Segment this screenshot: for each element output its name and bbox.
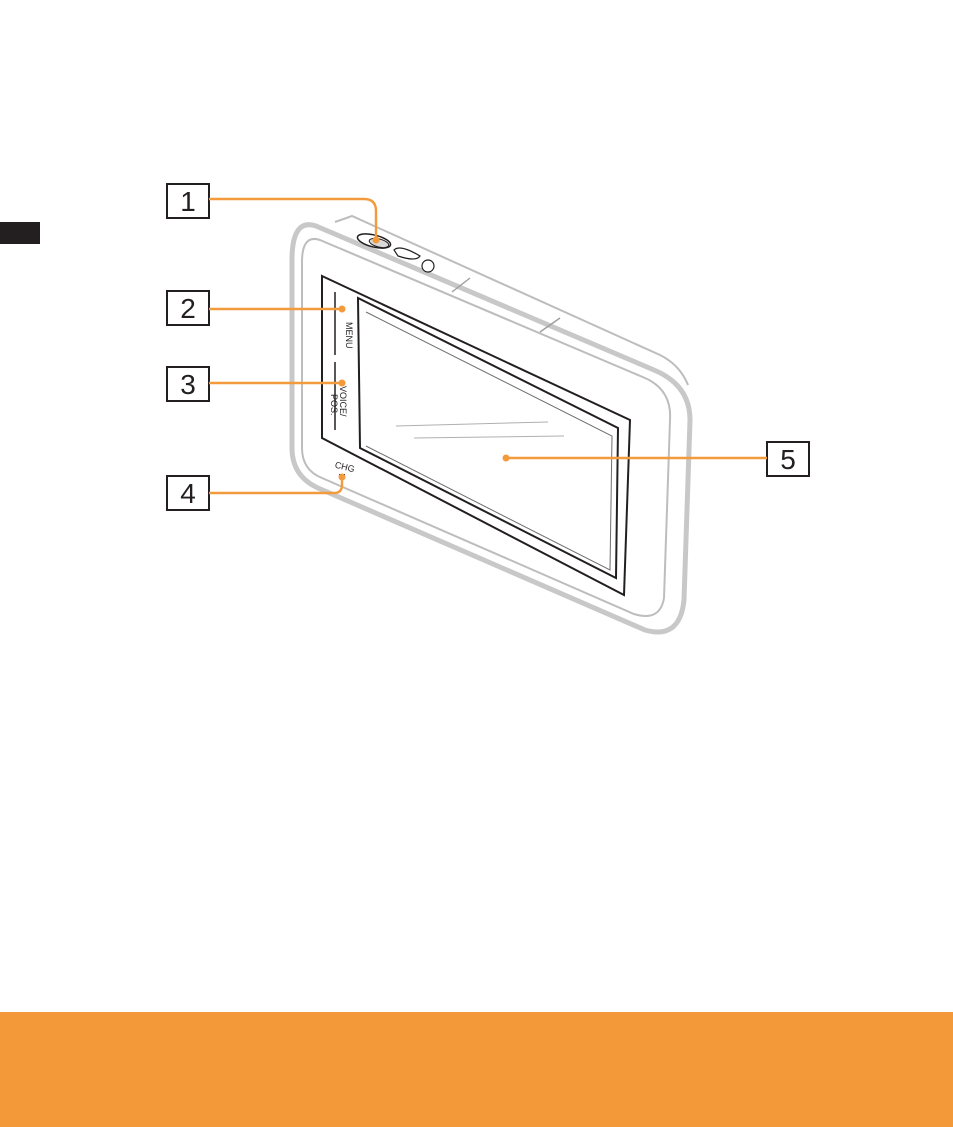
footer-band xyxy=(0,1012,953,1127)
hold-switch xyxy=(394,248,420,259)
leader-5-dot xyxy=(503,455,510,462)
callout-3: 3 xyxy=(167,367,209,401)
callout-1-number: 1 xyxy=(180,186,196,217)
leader-4-dot xyxy=(339,474,346,481)
callout-4: 4 xyxy=(167,476,209,510)
voice-label-line2: POS. xyxy=(329,394,339,416)
leader-2-dot xyxy=(339,306,346,313)
callout-5: 5 xyxy=(767,442,809,476)
leader-1-dot xyxy=(373,237,380,244)
callout-2-number: 2 xyxy=(180,293,196,324)
callout-3-number: 3 xyxy=(180,369,196,400)
callout-1: 1 xyxy=(167,184,209,218)
menu-label: MENU xyxy=(344,322,354,349)
callout-2: 2 xyxy=(167,291,209,325)
device-body: MENU VOICE/ POS. CHG xyxy=(292,216,690,632)
leader-1 xyxy=(209,199,376,240)
power-icon xyxy=(422,260,434,272)
callout-4-number: 4 xyxy=(180,478,196,509)
leader-3-dot xyxy=(339,380,346,387)
callout-5-number: 5 xyxy=(780,444,796,475)
